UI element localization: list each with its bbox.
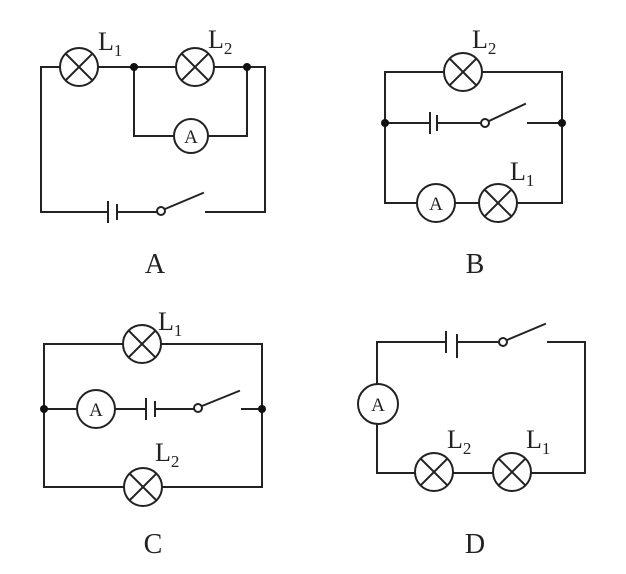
svg-text:A: A: [184, 127, 198, 148]
svg-text:A: A: [371, 395, 385, 416]
junction-dot: [381, 119, 389, 127]
ammeter-icon: A: [357, 383, 399, 425]
svg-text:A: A: [429, 194, 443, 215]
junction-dot: [130, 63, 138, 71]
label-l2: L2: [155, 438, 179, 471]
lamp-l1-icon: [478, 183, 518, 223]
switch-icon: [193, 403, 203, 413]
option-caption: B: [466, 249, 485, 280]
lamp-l2-icon: [123, 467, 163, 507]
option-caption: A: [145, 249, 166, 280]
junction-dot: [258, 405, 266, 413]
switch-icon: [156, 206, 166, 216]
svg-text:A: A: [89, 400, 103, 421]
label-l2: L2: [472, 25, 496, 58]
label-l2: L2: [208, 25, 232, 58]
ammeter-icon: A: [76, 389, 116, 429]
lamp-l1-icon: [59, 47, 99, 87]
label-l1: L1: [98, 27, 122, 60]
option-caption: D: [465, 529, 485, 560]
circuit-d: A L2 L1 D: [357, 322, 586, 560]
label-l1: L1: [158, 307, 182, 340]
label-l1: L1: [510, 157, 534, 190]
switch-icon: [498, 337, 508, 347]
lamp-l2-icon: [414, 452, 454, 492]
label-l2: L2: [447, 425, 471, 458]
circuit-a: A L1 L2 A: [40, 25, 266, 280]
lamp-l2-icon: [443, 52, 483, 92]
ammeter-icon: A: [416, 183, 456, 223]
junction-dot: [558, 119, 566, 127]
label-l1: L1: [526, 425, 550, 458]
switch-icon: [480, 118, 490, 128]
circuit-c: A L1 L2 C: [40, 307, 266, 560]
junction-dot: [40, 405, 48, 413]
lamp-l1-icon: [492, 452, 532, 492]
option-caption: C: [144, 529, 163, 560]
junction-dot: [243, 63, 251, 71]
circuit-b: A L2 L1 B: [381, 25, 566, 280]
lamp-l1-icon: [122, 324, 162, 364]
ammeter-icon: A: [173, 118, 209, 154]
